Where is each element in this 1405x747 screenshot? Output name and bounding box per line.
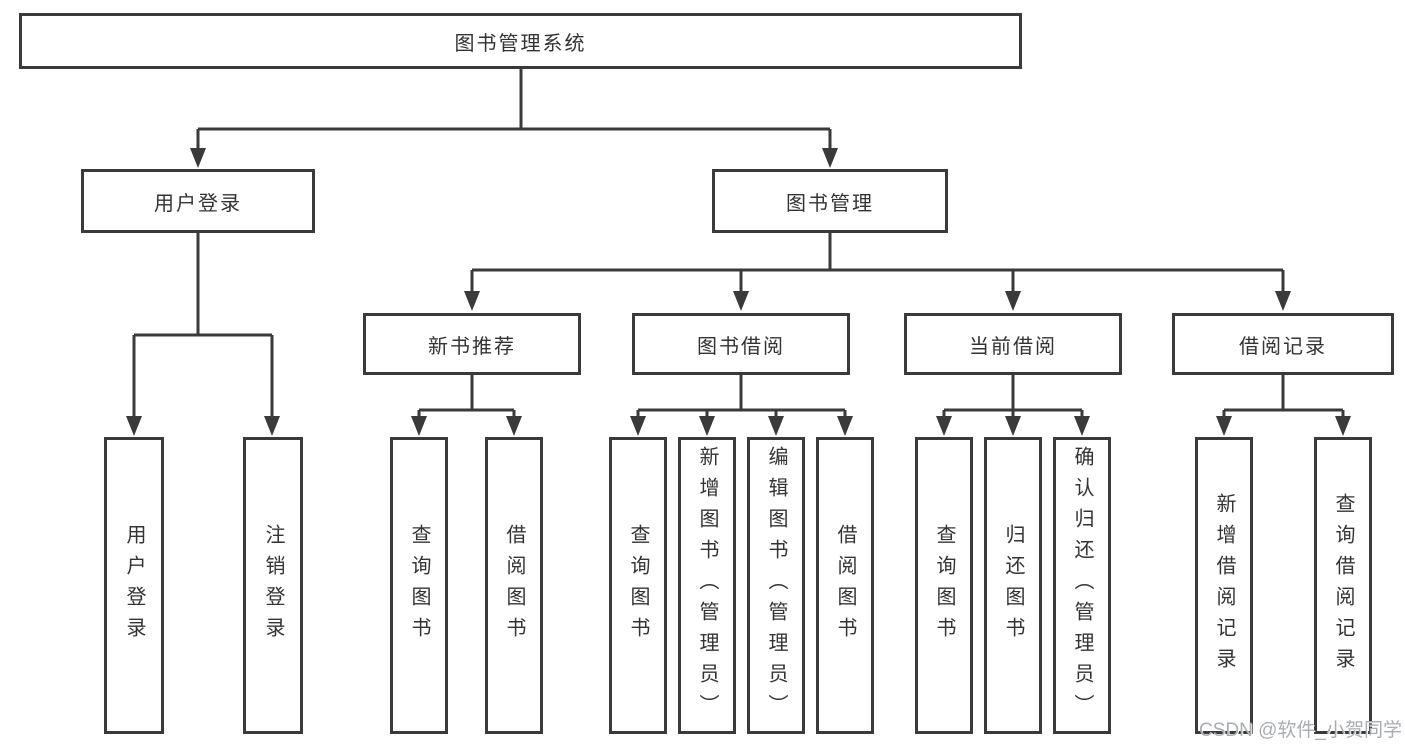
node-label: 当前借阅 [969, 335, 1057, 358]
leaf-borrowing-query-books: 查询图书 [609, 437, 667, 734]
csdn-watermark: CSDN @软件_小贺同学 [1199, 720, 1402, 741]
leaf-current-return-books: 归还图书 [984, 437, 1042, 734]
leaf-label: 新增图书（管理员） [696, 446, 718, 725]
leaf-borrowing-edit-books-admin: 编辑图书（管理员） [747, 437, 805, 734]
leaf-label: 归还图书 [1002, 523, 1024, 648]
leaf-user-login: 用户登录 [104, 437, 164, 734]
leaf-logout-login: 注销登录 [243, 437, 303, 734]
leaf-label: 查询借阅记录 [1332, 492, 1354, 679]
node-new-book-recommendation: 新书推荐 [363, 313, 581, 375]
node-book-borrowing: 图书借阅 [632, 313, 850, 375]
leaf-label: 借阅图书 [834, 523, 856, 648]
node-label: 图书管理系统 [454, 32, 587, 55]
leaf-newbook-borrow-books: 借阅图书 [485, 437, 543, 734]
node-user-login: 用户登录 [81, 169, 315, 233]
node-current-borrowing: 当前借阅 [904, 313, 1122, 375]
leaf-label: 用户登录 [123, 523, 145, 648]
leaf-label: 编辑图书（管理员） [765, 446, 787, 725]
leaf-current-confirm-return-admin: 确认归还（管理员） [1053, 437, 1111, 734]
leaf-label: 借阅图书 [503, 523, 525, 648]
node-library-management-system: 图书管理系统 [19, 13, 1022, 69]
leaf-label: 查询图书 [933, 523, 955, 648]
leaf-newbook-query-books: 查询图书 [390, 437, 448, 734]
node-label: 借阅记录 [1239, 335, 1327, 358]
leaf-borrowing-add-books-admin: 新增图书（管理员） [678, 437, 736, 734]
node-label: 用户登录 [154, 192, 242, 215]
node-label: 图书借阅 [697, 335, 785, 358]
node-borrowing-records: 借阅记录 [1172, 313, 1394, 375]
node-book-management: 图书管理 [712, 169, 948, 233]
leaf-label: 确认归还（管理员） [1071, 446, 1093, 725]
leaf-current-query-books: 查询图书 [915, 437, 973, 734]
leaf-label: 注销登录 [262, 523, 284, 648]
leaf-label: 查询图书 [627, 523, 649, 648]
node-label: 图书管理 [786, 192, 874, 215]
leaf-label: 新增借阅记录 [1213, 492, 1235, 679]
leaf-label: 查询图书 [408, 523, 430, 648]
leaf-records-query-borrow-record: 查询借阅记录 [1314, 437, 1372, 734]
node-label: 新书推荐 [428, 335, 516, 358]
leaf-records-add-borrow-record: 新增借阅记录 [1195, 437, 1253, 734]
leaf-borrowing-borrow-books: 借阅图书 [816, 437, 874, 734]
